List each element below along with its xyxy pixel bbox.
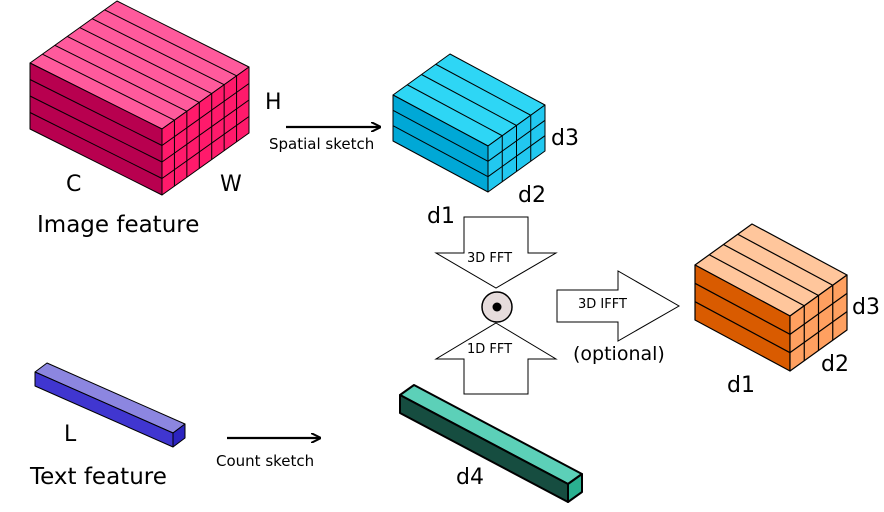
- sketch-d2-label: d2: [518, 183, 546, 208]
- count-sketch-bar: [399, 384, 583, 503]
- strip-line: [737, 233, 834, 286]
- fft-3d-label: 3D FFT: [467, 251, 513, 266]
- image-feature-caption: Image feature: [37, 212, 200, 238]
- text-feature-bar: [34, 362, 186, 448]
- strip-line: [54, 44, 188, 112]
- fft-1d-label: 1D FFT: [467, 342, 513, 357]
- strip-line: [435, 63, 531, 116]
- ifft-3d-label: 3D IFFT: [578, 297, 627, 312]
- strip-line: [421, 74, 517, 126]
- image-w-label: W: [220, 172, 242, 197]
- text-feature-caption: Text feature: [30, 464, 167, 490]
- strip-line: [708, 254, 805, 307]
- top-face: [34, 362, 186, 434]
- optional-label: (optional): [573, 343, 665, 365]
- strip-line: [67, 35, 200, 103]
- fft-1d-arrow: [434, 322, 558, 395]
- strip-line: [723, 243, 819, 297]
- output-d1-label: d1: [727, 373, 755, 398]
- sketch-d4-label: d4: [456, 465, 484, 490]
- output-d2-label: d2: [821, 352, 849, 377]
- elementwise-product-icon: [481, 291, 513, 323]
- row-line: [161, 99, 250, 163]
- front-face: [399, 394, 569, 503]
- row-line: [392, 109, 489, 162]
- row-line: [392, 125, 489, 178]
- strip-line: [104, 9, 237, 77]
- side-face: [567, 473, 583, 503]
- row-line: [29, 112, 163, 179]
- output-d3-label: d3: [852, 295, 880, 320]
- text-l-label: L: [64, 422, 77, 447]
- strip-line: [79, 27, 212, 95]
- image-h-label: H: [265, 90, 282, 115]
- fft-3d-arrow: [434, 216, 558, 289]
- row-line: [694, 301, 791, 354]
- spatial-sketch-cube: [392, 53, 546, 193]
- side-face: [172, 423, 186, 448]
- image-c-label: C: [66, 172, 82, 197]
- row-line: [161, 83, 250, 146]
- image-feature-cube: [29, 0, 250, 196]
- row-line: [694, 282, 791, 335]
- row-line: [29, 95, 163, 163]
- output-cube: [694, 223, 848, 372]
- strip-line: [91, 18, 225, 86]
- row-line: [161, 116, 250, 179]
- strip-line: [42, 53, 175, 121]
- top-face: [399, 384, 583, 485]
- ifft-3d-arrow: [556, 270, 681, 342]
- sketch-d1-label: d1: [427, 204, 455, 229]
- row-line: [29, 79, 163, 146]
- strip-line: [407, 84, 503, 137]
- count-sketch-label: Count sketch: [216, 452, 315, 470]
- sketch-d3-label: d3: [551, 126, 579, 151]
- spatial-sketch-label: Spatial sketch: [269, 135, 375, 153]
